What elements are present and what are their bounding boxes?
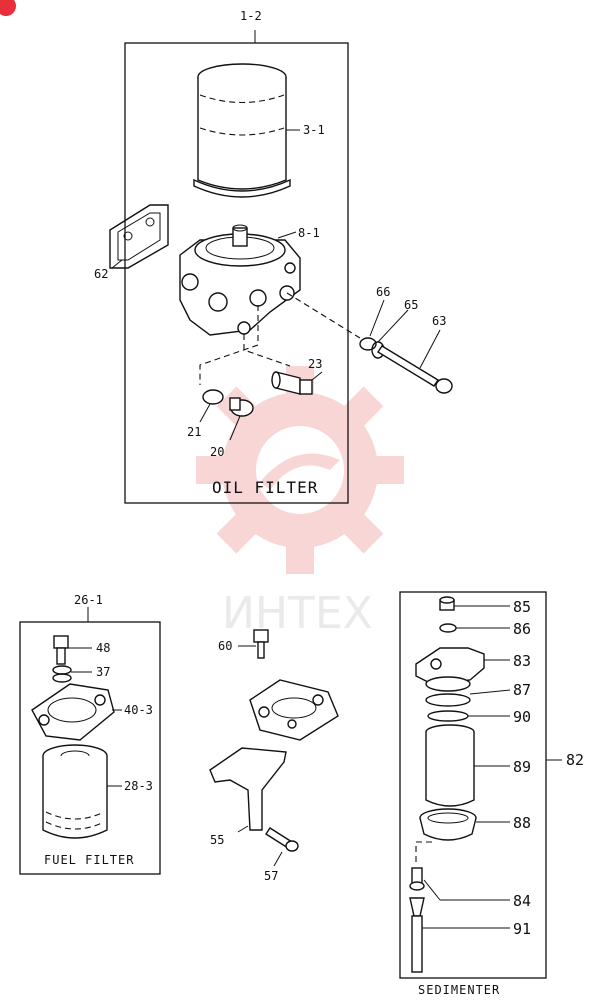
sedimenter-group: 82 85 86 83 87 bbox=[399, 591, 584, 997]
sedimenter-frame bbox=[399, 591, 547, 979]
label-91: 91 bbox=[513, 920, 531, 938]
oil-filter-head bbox=[179, 224, 301, 336]
corner-badge bbox=[0, 0, 16, 16]
sedimenter-ring-nut bbox=[419, 808, 510, 841]
fuel-filter-assembly-label: 26-1 bbox=[74, 593, 103, 607]
sedimenter-seal bbox=[439, 623, 510, 633]
sedimenter-assembly-label: 82 bbox=[566, 751, 584, 769]
sedimenter-head bbox=[415, 647, 510, 692]
bolt-assembly bbox=[359, 299, 453, 394]
vent-screw bbox=[238, 629, 269, 659]
watermark-gear-icon bbox=[196, 366, 404, 574]
fuel-filter-group: 26-1 48 37 40-3 bbox=[19, 593, 161, 875]
label-28-3: 28-3 bbox=[124, 779, 153, 793]
fuel-filter-head bbox=[31, 683, 122, 741]
sedimenter-hose bbox=[409, 897, 510, 973]
oil-filter-oring bbox=[199, 389, 224, 423]
oil-filter-frame bbox=[124, 42, 349, 504]
watermark: ИНТЕХ bbox=[196, 366, 404, 639]
label-40-3: 40-3 bbox=[124, 703, 153, 717]
oil-filter-group: 1-2 3-1 62 bbox=[94, 9, 361, 504]
label-55: 55 bbox=[210, 833, 224, 847]
fuel-filter-frame bbox=[19, 621, 161, 875]
label-84: 84 bbox=[513, 892, 531, 910]
oil-filter-drain-plug bbox=[229, 397, 254, 441]
label-21: 21 bbox=[187, 425, 201, 439]
sedimenter-bowl bbox=[425, 724, 510, 807]
fuel-filter-element bbox=[42, 744, 122, 839]
sedimenter-oring-87 bbox=[425, 689, 511, 707]
label-8-1: 8-1 bbox=[298, 226, 320, 240]
label-65: 65 bbox=[404, 298, 418, 312]
label-57: 57 bbox=[264, 869, 278, 883]
label-87: 87 bbox=[513, 681, 531, 699]
label-85: 85 bbox=[513, 598, 531, 616]
oil-filter-fitting bbox=[271, 371, 323, 395]
oil-filter-cartridge bbox=[193, 63, 300, 198]
fuel-filter-title: FUEL FILTER bbox=[44, 853, 134, 867]
label-89: 89 bbox=[513, 758, 531, 776]
label-60: 60 bbox=[218, 639, 232, 653]
bracket-group: 60 55 57 bbox=[209, 629, 339, 883]
sedimenter-oring-90 bbox=[427, 710, 510, 722]
label-63: 63 bbox=[432, 314, 446, 328]
label-62: 62 bbox=[94, 267, 108, 281]
label-20: 20 bbox=[210, 445, 224, 459]
watermark-text: ИНТЕХ bbox=[222, 588, 373, 639]
oil-filter-gasket bbox=[109, 204, 169, 269]
oil-filter-assembly-label: 1-2 bbox=[240, 9, 262, 23]
label-48: 48 bbox=[96, 641, 110, 655]
label-66: 66 bbox=[376, 285, 390, 299]
label-86: 86 bbox=[513, 620, 531, 638]
label-90: 90 bbox=[513, 708, 531, 726]
sedimenter-drain bbox=[409, 867, 510, 901]
fuel-filter-bolt bbox=[53, 635, 92, 665]
bracket-bolt bbox=[265, 827, 299, 867]
oil-filter-title: OIL FILTER bbox=[212, 478, 318, 497]
label-83: 83 bbox=[513, 652, 531, 670]
label-23: 23 bbox=[308, 357, 322, 371]
mounting-bracket bbox=[209, 747, 287, 831]
label-37: 37 bbox=[96, 665, 110, 679]
label-88: 88 bbox=[513, 814, 531, 832]
sedimenter-cap bbox=[439, 596, 510, 611]
label-3-1: 3-1 bbox=[303, 123, 325, 137]
fuel-filter-washers bbox=[52, 665, 92, 683]
sedimenter-title: SEDIMENTER bbox=[418, 983, 500, 997]
